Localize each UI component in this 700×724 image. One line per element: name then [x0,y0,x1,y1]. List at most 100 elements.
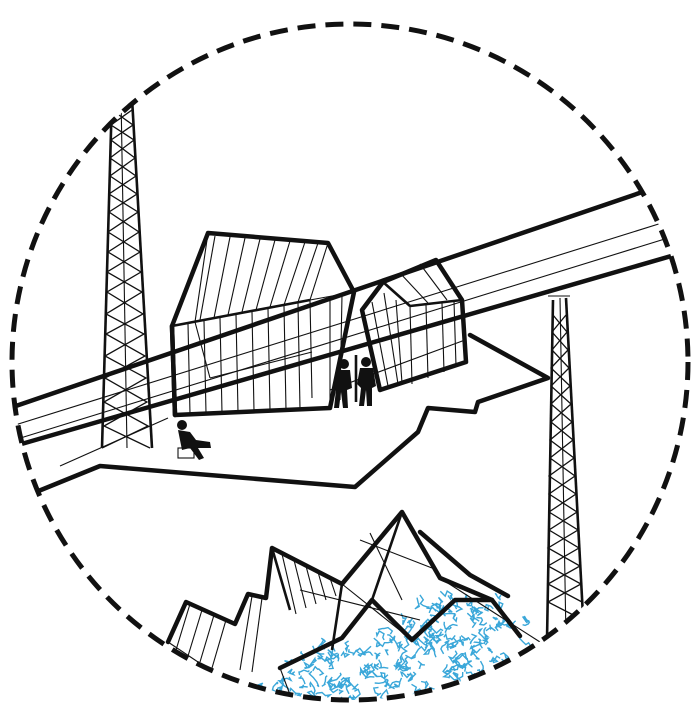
foliage-stroke [401,663,412,671]
foliage-stroke [321,675,328,687]
foliage-stroke [298,675,306,685]
foliage-stroke [485,680,493,689]
foliage-stroke [407,697,420,700]
foliage-stroke [254,714,262,721]
foliage-stroke [312,665,325,676]
foliage-stroke [384,704,391,712]
foliage-stroke [461,699,468,700]
foliage-stroke [274,708,281,716]
foliage-stroke [313,699,328,700]
foliage-stroke [352,688,361,700]
foliage-stroke [395,658,404,671]
foliage-stroke [301,714,311,722]
foliage-stroke [326,713,329,720]
lattice-tower-right [545,295,586,641]
foliage-stroke [286,698,295,700]
foliage-stroke [441,702,446,710]
foliage-stroke [466,657,473,668]
foliage-stroke [403,620,416,632]
foliage-stroke [400,709,407,722]
foliage-stroke [309,656,317,665]
foliage-stroke [441,669,452,678]
foliage-stroke [466,600,473,607]
foliage-stroke [419,594,430,608]
foliage-stroke [444,623,458,633]
foliage-stroke [397,640,403,652]
foliage-stroke [447,691,458,700]
foliage-stroke [417,660,425,669]
foliage-stroke [285,702,297,706]
foliage-stroke [385,677,403,688]
foliage-stroke [406,617,414,625]
foliage-stroke [302,703,314,708]
foliage-stroke [348,677,359,690]
foliage-stroke [353,699,358,700]
foliage-stroke [405,652,417,660]
foliage-stroke [324,720,332,724]
foliage-stroke [277,677,290,690]
foliage-stroke [374,652,381,660]
foliage-stroke [337,678,348,690]
foliage-stroke [315,691,333,698]
foliage-stroke [328,659,335,670]
foliage-stroke [391,706,398,715]
foliage-stroke [492,616,499,621]
foliage-stroke [309,681,316,695]
glass-house-small [359,257,469,393]
foliage-stroke [457,638,464,647]
foliage-stroke [423,636,430,644]
foliage-stroke [522,618,531,627]
foliage-stroke [414,597,421,610]
foliage-stroke [441,612,456,618]
foliage-stroke [292,692,303,700]
foliage-stroke [469,617,477,629]
foliage-stroke [460,635,471,642]
foliage-stroke [460,706,467,714]
foliage-stroke [271,681,279,691]
foliage-stroke [420,680,429,689]
foliage-stroke [449,666,456,672]
foliage-stroke [437,596,444,609]
foliage-stroke [334,712,341,719]
foliage-stroke [358,651,374,656]
foliage-stroke [255,717,266,722]
foliage-stroke [400,613,408,625]
foliage-stroke [298,697,307,700]
foliage-stroke [483,627,491,638]
foliage-stroke [299,702,306,709]
foliage-stroke [446,637,459,648]
foliage-stroke [362,662,370,675]
foliage-stroke [449,636,462,650]
foliage-stroke [302,702,308,709]
foliage-stroke [400,656,407,667]
foliage-stroke [384,649,389,656]
foliage-stroke [439,590,453,601]
foliage-stroke [338,708,350,717]
foliage-stroke [288,716,294,721]
foliage-stroke [312,707,328,714]
foliage-stroke [355,645,372,655]
foliage-stroke [495,668,508,684]
foliage-stroke [487,647,494,654]
foliage-stroke [417,707,422,712]
foliage-stroke [340,650,351,659]
foliage-stroke [338,680,350,695]
foliage-stroke [406,671,417,680]
foliage-stroke [363,670,374,680]
foliage-stroke [495,621,505,629]
foliage-stroke [388,685,399,690]
foliage-stroke [446,707,453,714]
foliage-stroke [478,685,487,693]
foliage-stroke [388,635,396,644]
foliage-stroke [457,662,467,670]
foliage-stroke [382,704,391,710]
foliage-stroke [482,636,490,646]
seated-person [177,420,211,460]
foliage-stroke [415,644,429,654]
foliage-stroke [439,696,444,700]
foliage-stroke [482,675,494,687]
platform [33,332,551,495]
foliage-stroke [273,717,279,724]
foliage-stroke [440,690,453,698]
foliage-stroke [469,607,480,615]
